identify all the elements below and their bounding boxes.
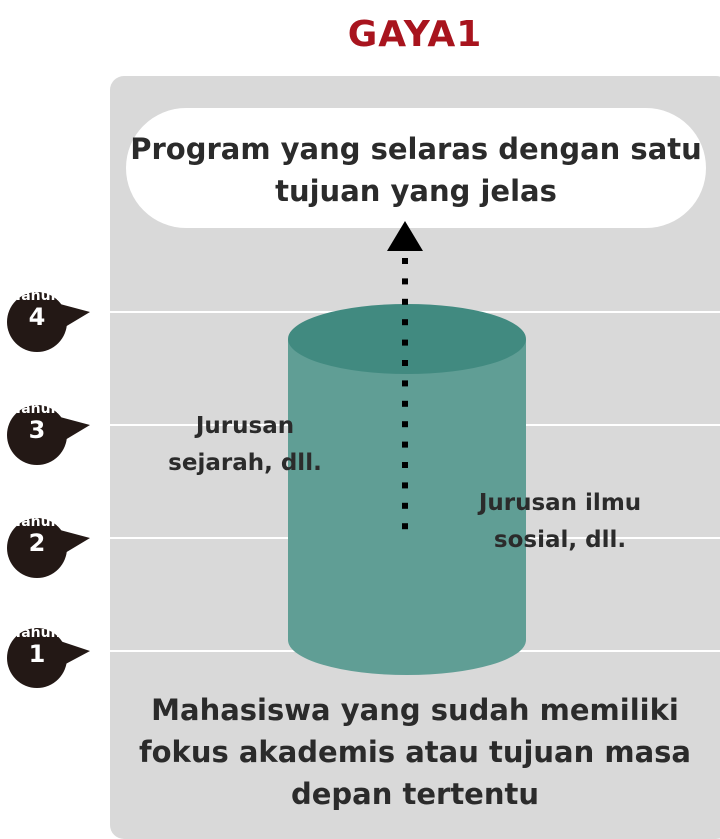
arrow-dot <box>402 502 408 509</box>
year-label: Tahun <box>13 288 61 304</box>
arrow-dot <box>402 319 408 326</box>
dotted-arrow <box>402 258 408 530</box>
arrow-dot <box>402 421 408 428</box>
right-label: Jurusan ilmu sosial, dll. <box>478 490 642 553</box>
arrow-dot <box>402 462 408 468</box>
year-badges <box>7 292 90 688</box>
left-label: Jurusan sejarah, dll. <box>168 413 322 476</box>
arrow-dot <box>402 441 408 448</box>
arrow-head-icon <box>387 221 423 251</box>
arrow-dot <box>402 523 408 530</box>
year-label: Tahun <box>13 401 61 417</box>
bottom-text: Mahasiswa yang sudah memiliki fokus akad… <box>139 693 691 811</box>
diagram-title: GAYA1 <box>347 14 483 55</box>
arrow-dot <box>402 298 408 305</box>
year-number: 3 <box>28 416 46 444</box>
arrow-dot <box>402 380 408 387</box>
goal-pill <box>126 108 706 228</box>
arrow-dot <box>402 400 408 407</box>
year-number: 1 <box>28 640 46 668</box>
arrow-dot <box>402 339 408 346</box>
year-label: Tahun <box>13 625 61 641</box>
year-number: 2 <box>28 529 46 557</box>
arrow-dot <box>402 360 408 366</box>
arrow-dot <box>402 258 408 264</box>
arrow-dot <box>402 482 408 489</box>
goal-text: Program yang selaras dengan satu tujuan … <box>130 132 702 208</box>
year-number: 4 <box>28 303 46 331</box>
arrow-dot <box>402 278 408 285</box>
year-label: Tahun <box>13 514 61 530</box>
